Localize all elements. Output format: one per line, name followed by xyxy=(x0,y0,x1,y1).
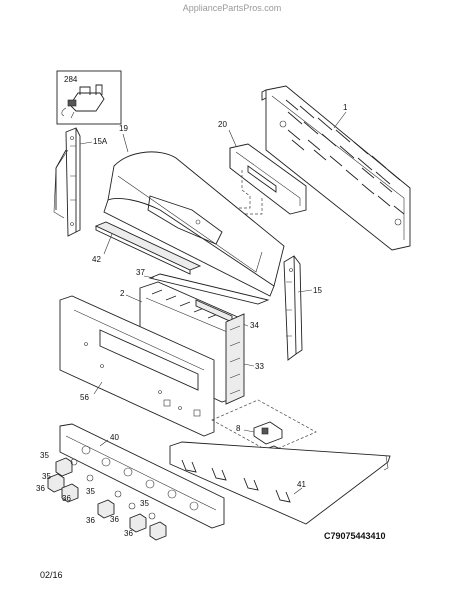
callout-284: 284 xyxy=(64,75,78,84)
revision-date: 02/16 xyxy=(40,570,63,580)
part-284-inset xyxy=(56,70,122,125)
diagram-code: C79075443410 xyxy=(324,531,386,541)
callout-56: 56 xyxy=(80,393,89,402)
site-watermark: AppliancePartsPros.com xyxy=(182,3,282,13)
callout-41: 41 xyxy=(297,480,306,489)
callout-35a: 35 xyxy=(40,451,49,460)
callout-34: 34 xyxy=(250,321,259,330)
callout-20: 20 xyxy=(218,120,227,129)
callout-36e: 36 xyxy=(124,529,133,538)
callout-35d: 35 xyxy=(140,499,149,508)
callout-36a: 36 xyxy=(62,494,71,503)
part-15-right-endcap xyxy=(283,255,313,361)
callout-8: 8 xyxy=(236,424,241,433)
callout-36c: 36 xyxy=(86,516,95,525)
part-42-trim xyxy=(94,221,202,275)
callout-2: 2 xyxy=(120,289,125,298)
callout-37: 37 xyxy=(136,268,145,277)
part-33-insulation xyxy=(225,313,255,405)
callout-33: 33 xyxy=(255,362,264,371)
callout-15: 15 xyxy=(313,286,322,295)
callout-15a: 15A xyxy=(93,137,108,146)
part-19-backguard xyxy=(103,133,285,297)
callout-42: 42 xyxy=(92,255,101,264)
part-20-control-board xyxy=(228,129,307,215)
callout-1: 1 xyxy=(343,103,348,112)
callout-36d: 36 xyxy=(110,515,119,524)
callout-36b: 36 xyxy=(36,484,45,493)
part-35-bezels xyxy=(70,458,156,520)
part-56-front-frame xyxy=(59,295,215,437)
part-37-strip xyxy=(143,273,270,305)
part-41-lower-rail xyxy=(169,441,391,525)
part-40-manifold-panel xyxy=(59,423,225,529)
part-1-back-panel xyxy=(261,85,411,251)
callout-35c: 35 xyxy=(86,487,95,496)
part-15a-left-endcap xyxy=(53,127,93,237)
callout-40: 40 xyxy=(110,433,119,442)
callout-19: 19 xyxy=(119,124,128,133)
callout-35b: 35 xyxy=(42,472,51,481)
part-36-knobs xyxy=(47,457,167,541)
